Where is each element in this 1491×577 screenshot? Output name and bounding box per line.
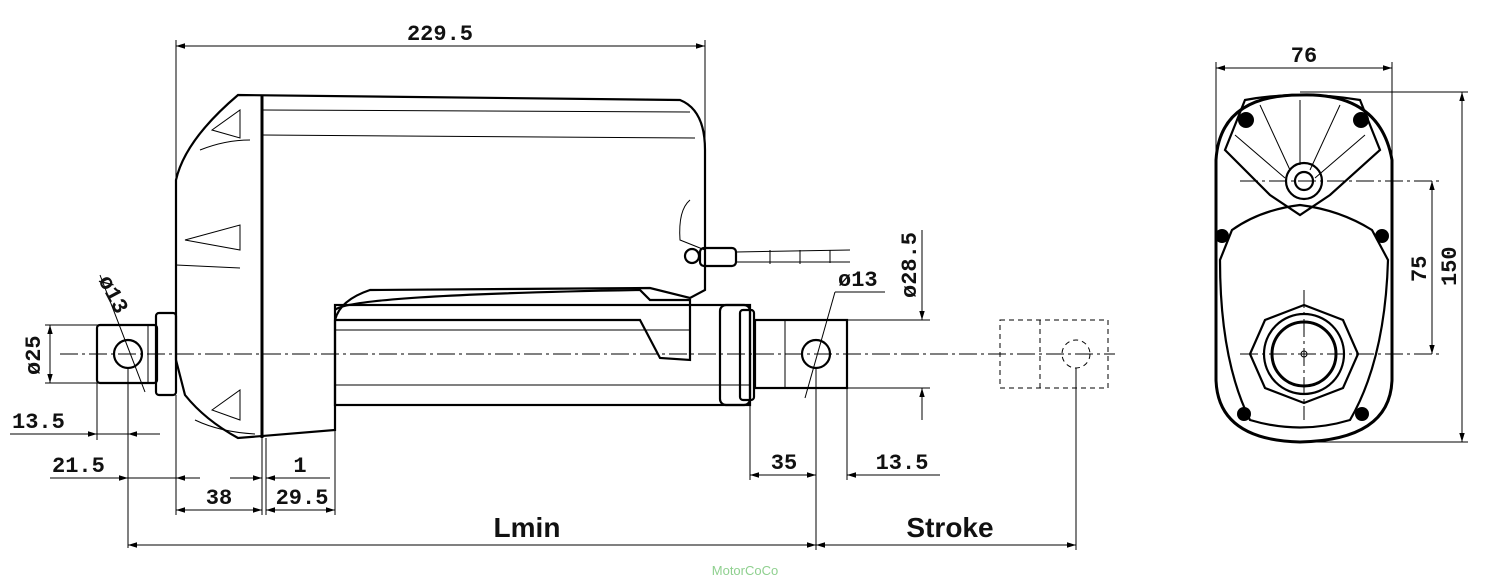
motor-housing [174, 93, 707, 440]
side-view: 229.5 ø13 ø25 13.5 21.5 38 1 [10, 22, 1115, 550]
dim-rear-offset-a: 13.5 [12, 410, 65, 435]
dim-rear-offset-b: 21.5 [52, 454, 105, 479]
label-lmin: Lmin [494, 512, 561, 543]
dim-rear-boss-dia: ø25 [22, 335, 47, 375]
dim-end-total-height: 150 [1438, 246, 1463, 286]
label-stroke: Stroke [906, 512, 993, 543]
dim-rear-hole-dia: ø13 [92, 272, 133, 319]
dim-rod-dia: ø28.5 [898, 232, 923, 298]
dim-total-length: 229.5 [407, 22, 473, 47]
dim-end-center-height: 75 [1408, 256, 1433, 282]
end-view: 76 75 150 [1214, 44, 1468, 444]
dim-front-offset: 13.5 [876, 451, 929, 476]
dim-38: 38 [206, 486, 232, 511]
watermark: MotorCoCo [712, 563, 778, 577]
dim-29-5: 29.5 [276, 486, 329, 511]
dim-end-width: 76 [1291, 44, 1317, 69]
dim-1: 1 [293, 454, 306, 479]
outer-tube [333, 288, 756, 407]
power-cable [683, 246, 851, 268]
dim-35: 35 [771, 451, 797, 476]
dim-front-hole-dia: ø13 [838, 268, 878, 293]
